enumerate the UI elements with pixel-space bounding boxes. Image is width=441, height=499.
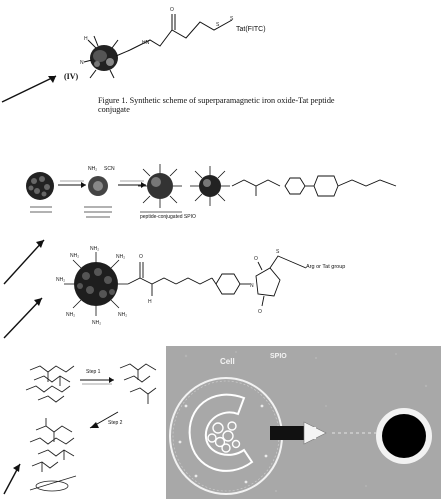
particle-label: SPIO xyxy=(270,353,287,360)
cell-uptake-panel: Cell SPIO xyxy=(166,346,441,499)
step1-label: Step 1 xyxy=(86,369,100,375)
cell-label: Cell xyxy=(220,357,235,366)
polymer-chains xyxy=(26,366,74,402)
spio-vesicles xyxy=(208,422,240,452)
crosslinked-product xyxy=(30,418,74,472)
cell-uptake-illustration: Cell SPIO xyxy=(166,346,441,499)
step2-label: Step 2 xyxy=(108,420,122,426)
